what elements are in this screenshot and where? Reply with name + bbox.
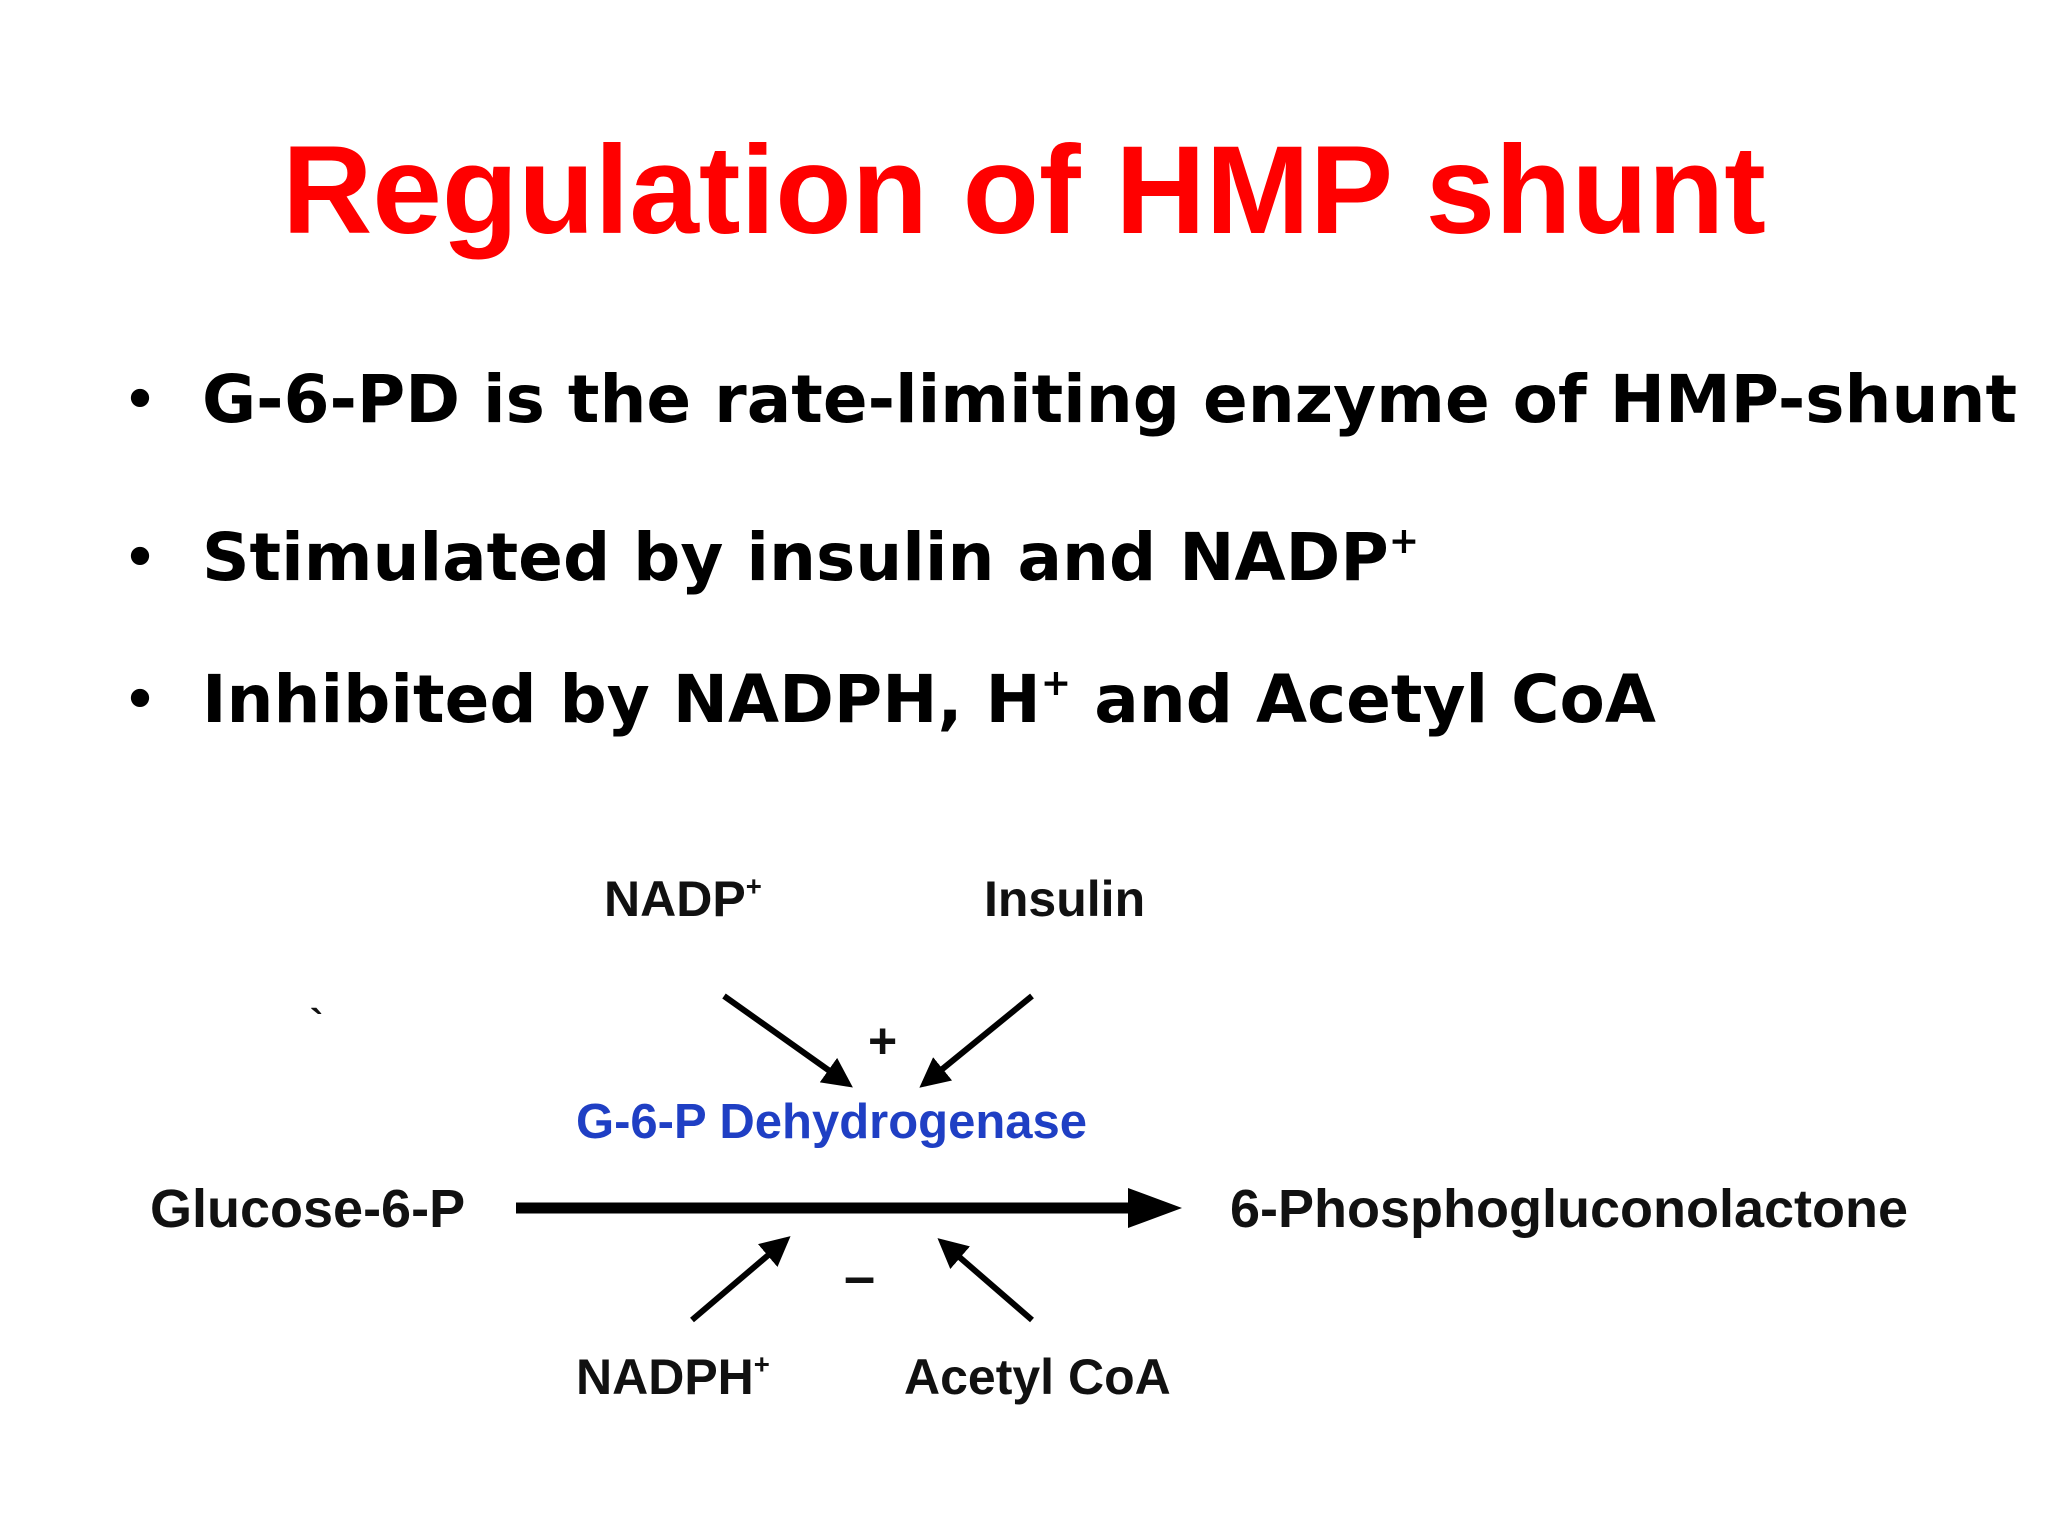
bullet-text: Stimulated by insulin and NADP+ <box>202 518 1420 596</box>
product-label: 6-Phosphogluconolactone <box>1230 1179 1909 1239</box>
bullet-text: Inhibited by NADPH, H+ and Acetyl CoA <box>202 660 1656 738</box>
superscript-plus: + <box>1040 660 1072 704</box>
main-arrowhead <box>1128 1188 1182 1228</box>
stimulation-sign: + <box>868 1013 898 1069</box>
stray-mark: ` <box>310 1002 324 1046</box>
superscript-plus: + <box>1388 518 1420 562</box>
nadp-activation-arrow <box>722 993 853 1088</box>
bullet-icon: • <box>123 370 157 430</box>
inhibitor-acetyl-coa-label: Acetyl CoA <box>904 1349 1171 1405</box>
nadph-inhibition-arrow <box>690 1236 791 1323</box>
slide-title: Regulation of HMP shunt <box>282 121 1766 260</box>
activator-insulin-label: Insulin <box>984 871 1146 927</box>
activator-nadp-label: NADP+ <box>604 870 762 927</box>
insulin-activation-arrow <box>919 993 1034 1088</box>
inhibition-sign: – <box>844 1244 876 1307</box>
substrate-label: Glucose-6-P <box>150 1179 466 1239</box>
inhibitor-nadph-label: NADPH+ <box>576 1348 770 1405</box>
enzyme-label: G-6-P Dehydrogenase <box>576 1095 1088 1149</box>
bullet-icon: • <box>123 670 157 730</box>
acetyl-coa-inhibition-arrow <box>937 1238 1034 1323</box>
bullet-text: G-6-PD is the rate-limiting enzyme of HM… <box>202 361 2018 438</box>
bullet-icon: • <box>123 528 157 588</box>
